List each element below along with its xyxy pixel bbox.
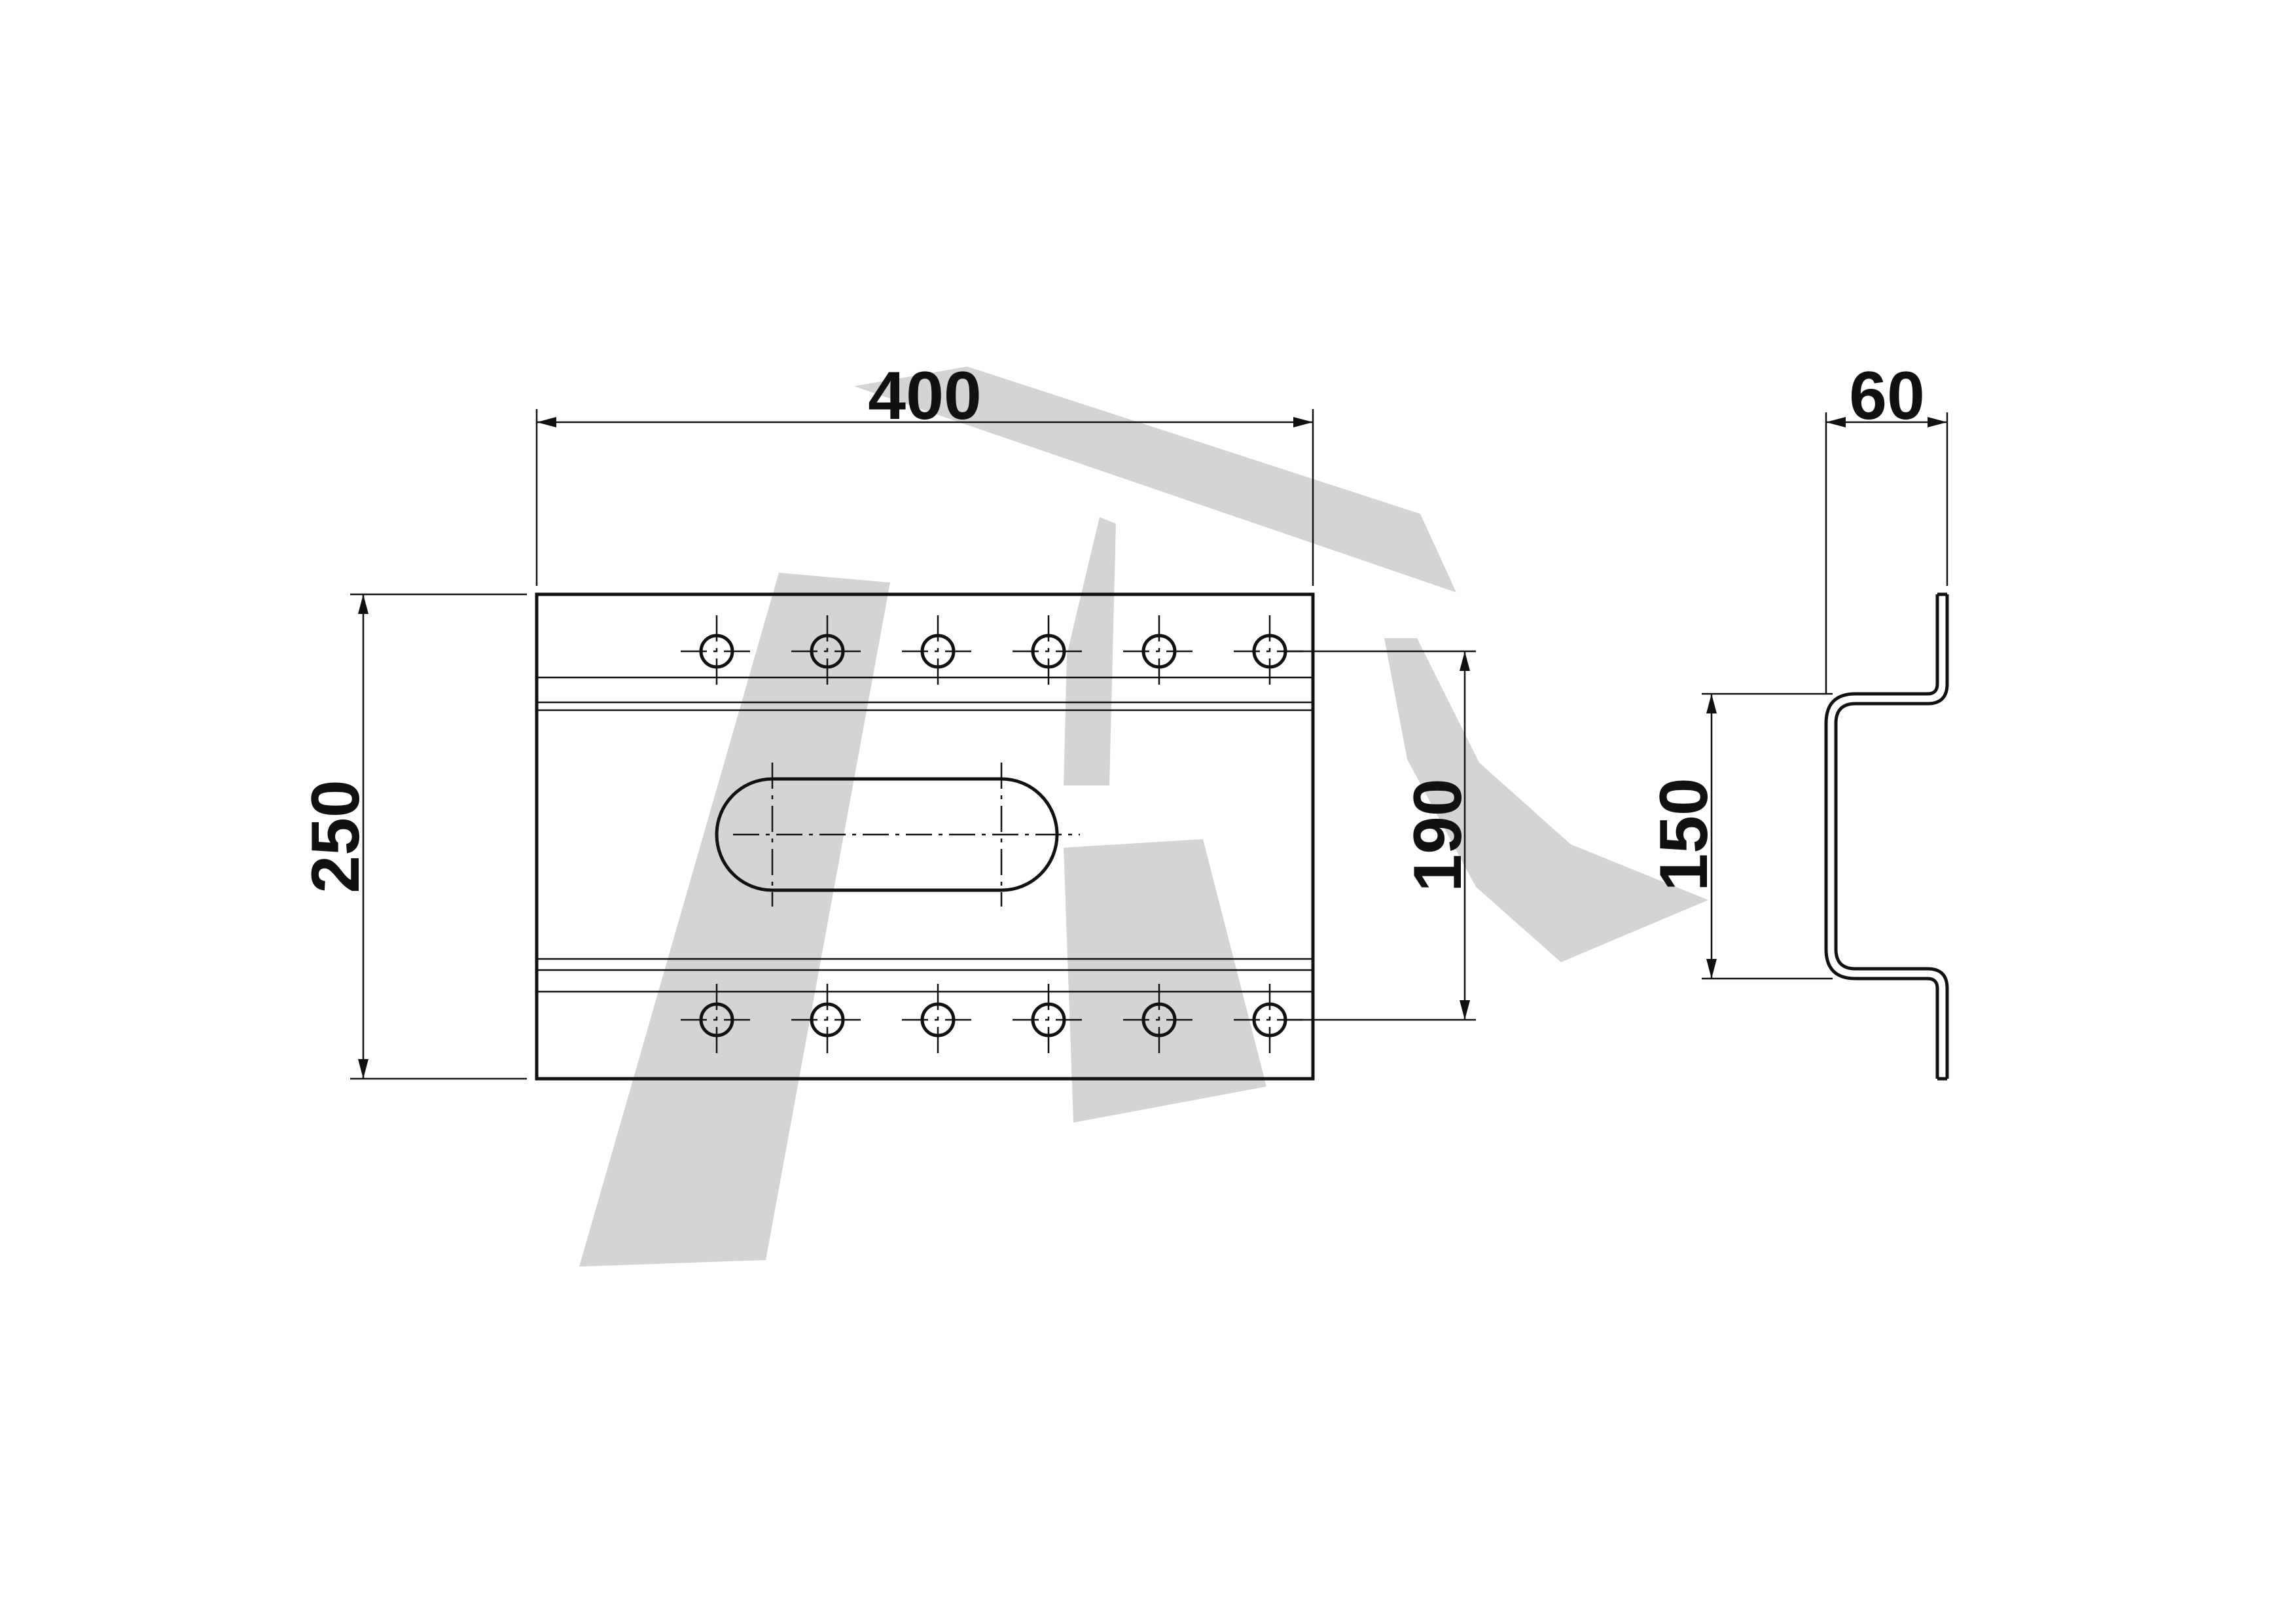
watermark-logo xyxy=(579,367,1708,1267)
lower-mounting-hole xyxy=(681,984,753,1056)
profile-width-dimension-label: 60 xyxy=(1849,358,1925,434)
width-dimension-label: 400 xyxy=(868,358,982,434)
profile-height-arrow-top xyxy=(1706,694,1717,713)
spacing-arrow-bottom xyxy=(1460,1000,1470,1020)
width-arrow-right xyxy=(1293,417,1313,427)
profile-side-view xyxy=(1824,592,1949,1081)
upper-mounting-hole xyxy=(902,615,974,687)
watermark-center-lower xyxy=(1064,839,1266,1123)
dimension-hole-spacing: 190 xyxy=(1283,650,1476,1021)
lower-mounting-hole xyxy=(1013,984,1085,1056)
center-slot xyxy=(715,777,1059,892)
upper-hole-row xyxy=(681,615,1306,687)
profile-width-arrow-right xyxy=(1928,417,1947,427)
lower-mounting-hole xyxy=(791,984,863,1056)
lower-mounting-hole xyxy=(1123,984,1195,1056)
watermark-right-curve xyxy=(1384,638,1708,962)
dimension-overall-height: 250 xyxy=(298,593,527,1080)
width-arrow-left xyxy=(537,417,556,427)
profile-height-dimension-label: 150 xyxy=(1646,778,1722,892)
upper-mounting-hole xyxy=(791,615,863,687)
plate-outline xyxy=(535,592,1315,1081)
lower-hole-row xyxy=(681,984,1306,1056)
dimension-profile-height: 150 xyxy=(1646,693,1833,980)
height-arrow-bottom xyxy=(358,1059,368,1079)
profile-inner-edge xyxy=(1824,594,1939,1079)
watermark-center-upper xyxy=(1064,517,1116,785)
watermark-left-leg xyxy=(579,573,890,1267)
upper-mounting-hole xyxy=(1013,615,1085,687)
height-dimension-label: 250 xyxy=(298,780,374,893)
upper-mounting-hole xyxy=(1123,615,1195,687)
plate-front-view xyxy=(535,592,1315,1081)
dimension-profile-width: 60 xyxy=(1825,358,1948,694)
upper-mounting-hole xyxy=(681,615,753,687)
spacing-arrow-top xyxy=(1460,651,1470,671)
profile-width-arrow-left xyxy=(1826,417,1846,427)
height-arrow-top xyxy=(358,594,368,614)
lower-mounting-hole xyxy=(902,984,974,1056)
profile-height-arrow-bottom xyxy=(1706,959,1717,979)
spacing-dimension-label: 190 xyxy=(1400,778,1476,892)
dimension-overall-width: 400 xyxy=(535,358,1314,586)
profile-outer-edge xyxy=(1834,594,1949,1079)
